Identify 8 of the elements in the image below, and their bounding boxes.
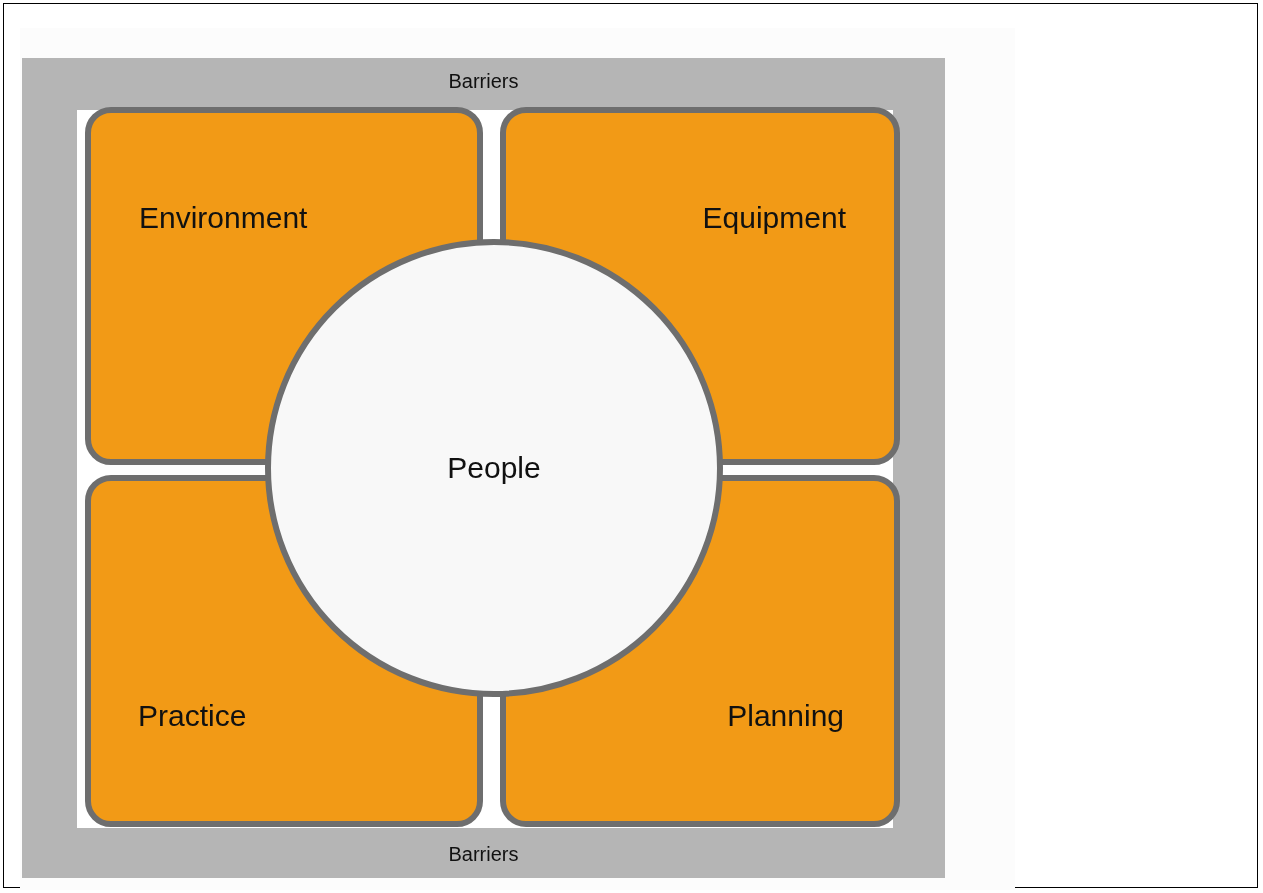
node-label: People <box>447 451 541 485</box>
node-label: Environment <box>139 201 308 235</box>
node-label: Equipment <box>702 201 846 235</box>
barrier-band <box>22 58 945 878</box>
band-label: Barriers <box>447 70 520 93</box>
node-label: Planning <box>727 699 844 733</box>
band-label: Barriers <box>447 843 520 866</box>
node-label: Practice <box>138 699 247 733</box>
